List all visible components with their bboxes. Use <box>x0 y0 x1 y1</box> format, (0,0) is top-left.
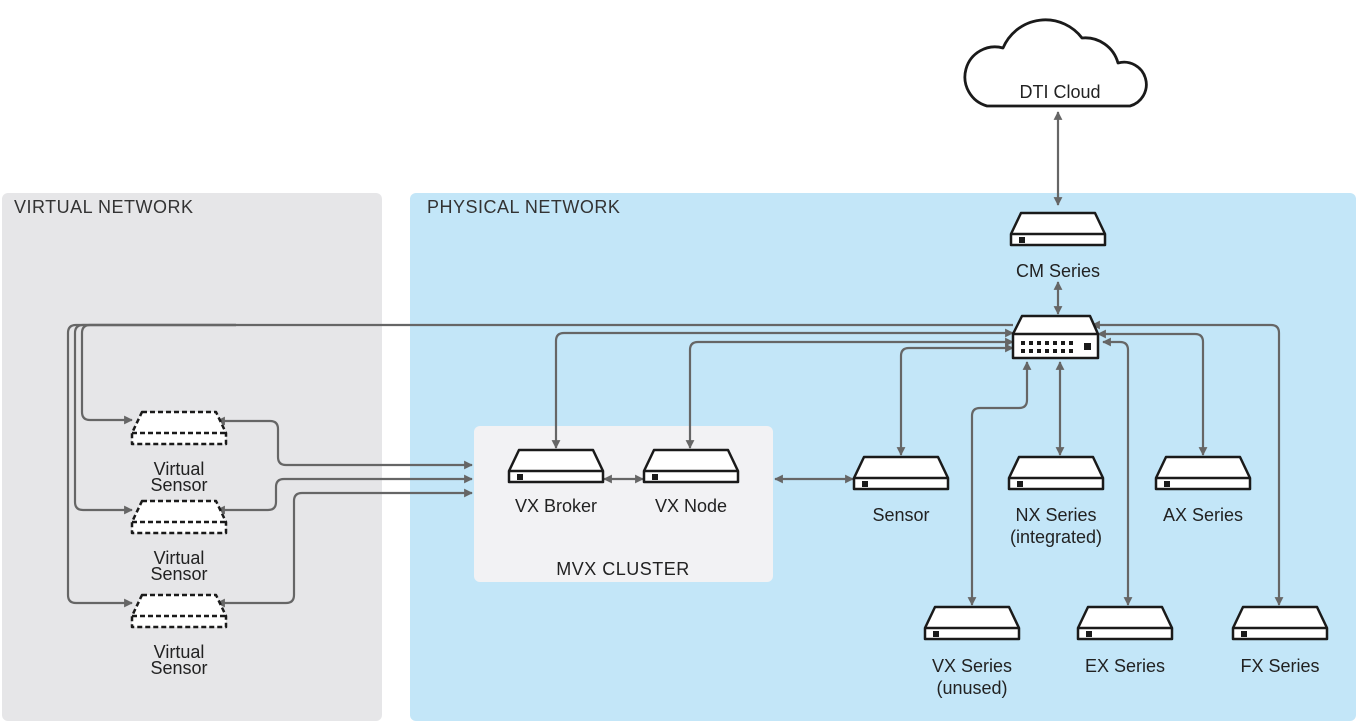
ax-series-label: AX Series <box>1163 505 1243 525</box>
virtual-sensor-icon <box>130 499 228 535</box>
mvx-cluster-label: MVX CLUSTER <box>556 559 690 579</box>
virtual-sensor-sublabel: Sensor <box>150 564 207 584</box>
vx-broker-label: VX Broker <box>515 496 597 516</box>
virtual-sensor-sublabel: Sensor <box>150 475 207 495</box>
vx-series-sublabel: (unused) <box>936 678 1007 698</box>
fx-series-appliance-icon <box>1231 605 1329 641</box>
virtual-sensor-sublabel: Sensor <box>150 658 207 678</box>
ex-series-label: EX Series <box>1085 656 1165 676</box>
nx-series-appliance-icon <box>1007 455 1105 491</box>
vx-broker-appliance-icon <box>507 448 605 484</box>
virtual-sensor-label: Virtual <box>154 548 205 568</box>
virtual-sensor-icon <box>130 410 228 446</box>
virtual-sensor-icon <box>130 593 228 629</box>
vx-node-label: VX Node <box>655 496 727 516</box>
fx-series-label: FX Series <box>1240 656 1319 676</box>
ax-series-appliance-icon <box>1154 455 1252 491</box>
cloud-label: DTI Cloud <box>1019 82 1100 102</box>
virtual-network-label: VIRTUAL NETWORK <box>14 197 194 217</box>
sensor-label: Sensor <box>872 505 929 525</box>
vx-series-label: VX Series <box>932 656 1012 676</box>
cloud-icon <box>963 18 1148 108</box>
cm-series-appliance-icon <box>1009 211 1107 247</box>
connections <box>66 111 1284 608</box>
vx-node-appliance-icon <box>642 448 740 484</box>
sensor-appliance-icon <box>852 455 950 491</box>
vx-series-appliance-icon <box>923 605 1021 641</box>
cm-series-label: CM Series <box>1016 261 1100 281</box>
nx-series-sublabel: (integrated) <box>1010 527 1102 547</box>
physical-network-label: PHYSICAL NETWORK <box>427 197 620 217</box>
network-switch-icon <box>1011 314 1100 360</box>
virtual-sensor-label: Virtual <box>154 459 205 479</box>
ex-series-appliance-icon <box>1076 605 1174 641</box>
nx-series-label: NX Series <box>1015 505 1096 525</box>
virtual-sensor-label: Virtual <box>154 642 205 662</box>
